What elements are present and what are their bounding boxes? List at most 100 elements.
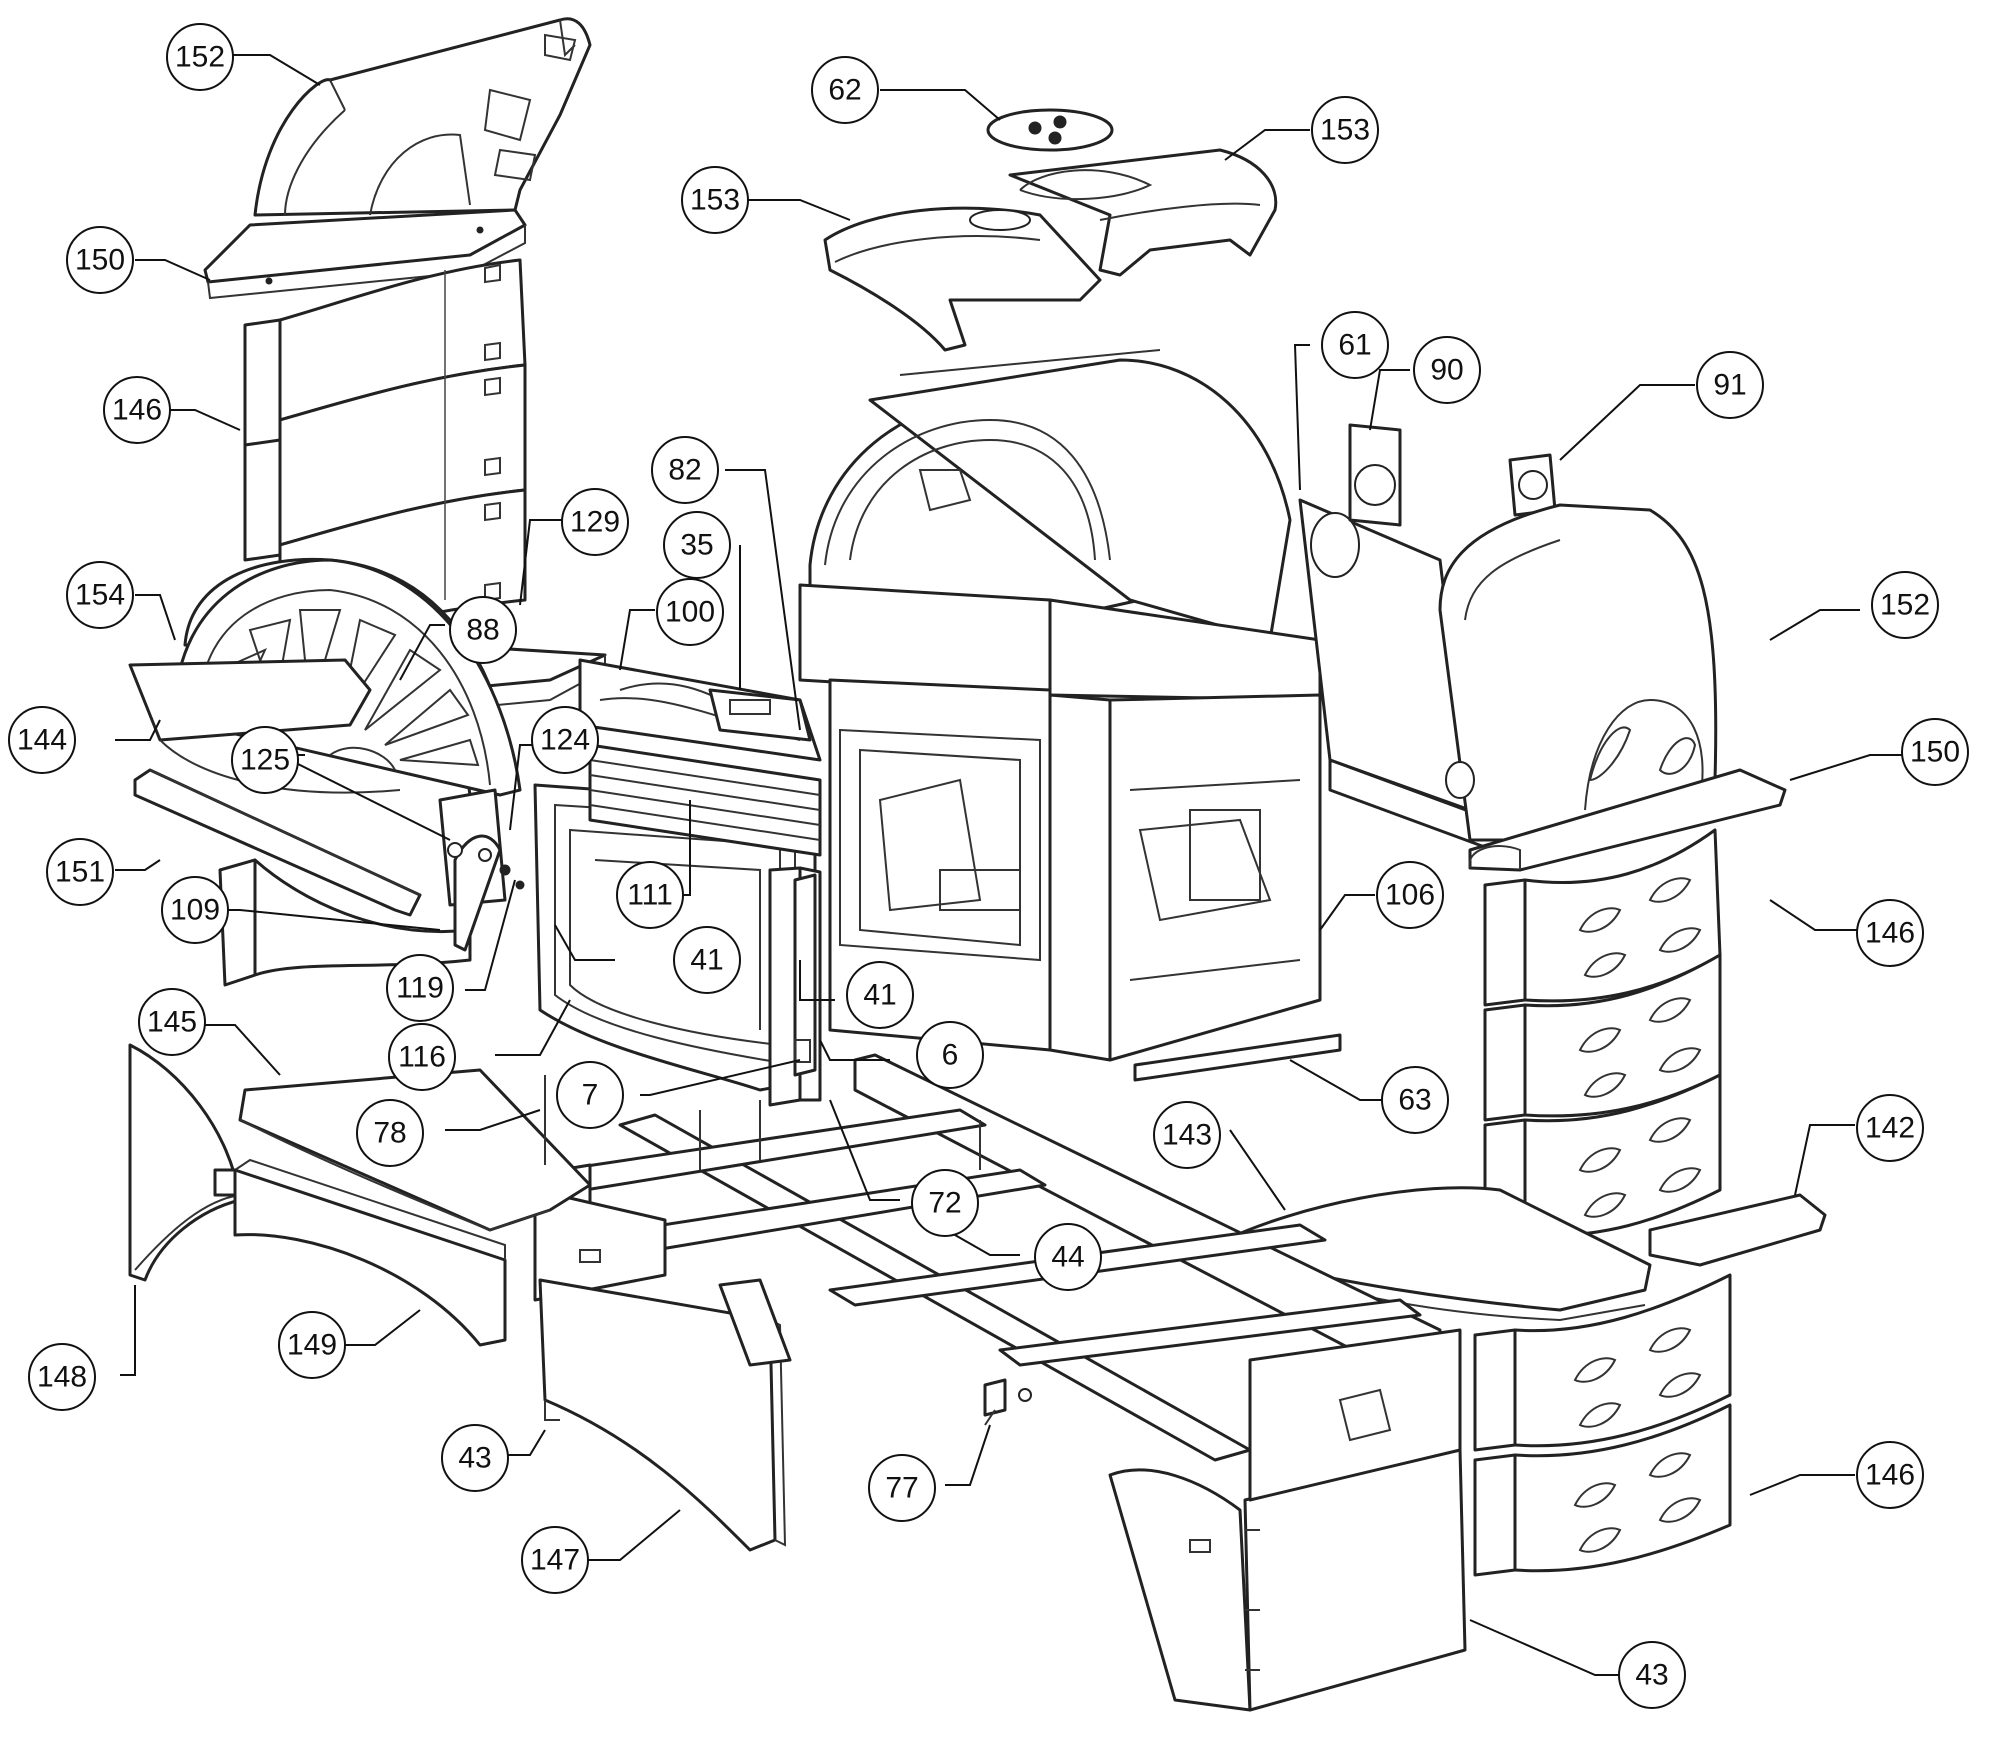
svg-text:43: 43 (458, 1442, 491, 1475)
svg-text:142: 142 (1865, 1112, 1915, 1145)
balloon-153-right[interactable]: 153 (1311, 96, 1379, 164)
svg-text:145: 145 (147, 1006, 197, 1039)
balloon-90[interactable]: 90 (1413, 336, 1481, 404)
svg-text:90: 90 (1430, 354, 1463, 387)
balloon-147[interactable]: 147 (521, 1526, 589, 1594)
balloon-152-right[interactable]: 152 (1871, 571, 1939, 639)
svg-text:91: 91 (1713, 369, 1746, 402)
balloon-143[interactable]: 143 (1153, 1101, 1221, 1169)
balloon-100[interactable]: 100 (656, 578, 724, 646)
balloon-116[interactable]: 116 (388, 1023, 456, 1091)
balloon-41-a[interactable]: 41 (673, 926, 741, 994)
right-column-lower (1473, 1273, 1732, 1577)
balloon-106[interactable]: 106 (1376, 861, 1444, 929)
balloon-78[interactable]: 78 (356, 1099, 424, 1167)
svg-text:153: 153 (1320, 114, 1370, 147)
right-small-slab (1648, 1193, 1827, 1267)
svg-text:147: 147 (530, 1544, 580, 1577)
svg-text:143: 143 (1162, 1119, 1212, 1152)
svg-text:116: 116 (398, 1041, 446, 1074)
svg-text:109: 109 (170, 894, 220, 927)
svg-text:146: 146 (1865, 1459, 1915, 1492)
svg-text:61: 61 (1338, 329, 1371, 362)
balloon-152[interactable]: 152 (166, 23, 234, 91)
balloon-43-right[interactable]: 43 (1618, 1641, 1686, 1709)
right-slab (1468, 768, 1787, 872)
balloon-129[interactable]: 129 (561, 488, 629, 556)
balloon-111[interactable]: 111 (616, 861, 684, 929)
balloon-150-right[interactable]: 150 (1901, 718, 1969, 786)
balloon-91[interactable]: 91 (1696, 351, 1764, 419)
svg-text:146: 146 (112, 394, 162, 427)
svg-text:7: 7 (582, 1079, 599, 1112)
balloon-109[interactable]: 109 (161, 876, 229, 944)
balloon-154[interactable]: 154 (66, 561, 134, 629)
balloon-63[interactable]: 63 (1381, 1066, 1449, 1134)
svg-text:82: 82 (668, 454, 701, 487)
balloon-62[interactable]: 62 (811, 56, 879, 124)
right-leaf-pattern (1578, 877, 1702, 1218)
svg-text:146: 146 (1865, 917, 1915, 950)
balloon-142[interactable]: 142 (1856, 1094, 1924, 1162)
balloon-146-bottom[interactable]: 146 (1856, 1441, 1924, 1509)
balloon-125[interactable]: 125 (231, 726, 299, 794)
right-column-upper (1483, 828, 1722, 1242)
svg-text:150: 150 (75, 244, 125, 277)
balloon-153-left[interactable]: 153 (681, 166, 749, 234)
svg-text:41: 41 (863, 979, 896, 1012)
svg-text:125: 125 (240, 744, 290, 777)
svg-text:111: 111 (627, 879, 673, 912)
svg-text:77: 77 (885, 1472, 918, 1505)
balloon-6[interactable]: 6 (916, 1021, 984, 1089)
svg-text:6: 6 (942, 1039, 959, 1072)
svg-text:78: 78 (373, 1117, 406, 1150)
svg-text:153: 153 (690, 184, 740, 217)
left-bracket (438, 788, 525, 952)
balloon-144[interactable]: 144 (8, 706, 76, 774)
door-side-column (768, 866, 822, 1107)
balloon-61[interactable]: 61 (1321, 311, 1389, 379)
svg-text:41: 41 (690, 944, 723, 977)
balloon-35[interactable]: 35 (663, 511, 731, 579)
left-small-panel (218, 858, 472, 987)
left-top-slab (203, 208, 527, 300)
svg-text:129: 129 (570, 506, 620, 539)
balloon-149[interactable]: 149 (278, 1311, 346, 1379)
svg-text:43: 43 (1635, 1659, 1668, 1692)
left-bar (133, 768, 422, 917)
balloon-43-left[interactable]: 43 (441, 1424, 509, 1492)
balloon-146-right[interactable]: 146 (1856, 899, 1924, 967)
balloon-77[interactable]: 77 (868, 1454, 936, 1522)
balloon-7[interactable]: 7 (556, 1061, 624, 1129)
balloon-72[interactable]: 72 (911, 1169, 979, 1237)
svg-text:148: 148 (37, 1361, 87, 1394)
svg-text:151: 151 (55, 856, 105, 889)
balloon-124[interactable]: 124 (531, 706, 599, 774)
svg-text:152: 152 (175, 41, 225, 74)
svg-text:35: 35 (680, 529, 713, 562)
svg-text:88: 88 (466, 614, 499, 647)
balloon-151[interactable]: 151 (46, 838, 114, 906)
balloon-148[interactable]: 148 (28, 1343, 96, 1411)
part-balloons: 152 62 153 153 150 146 61 90 91 82 129 3… (8, 23, 1969, 1709)
right-top-arch (1438, 503, 1718, 842)
balloon-82[interactable]: 82 (651, 436, 719, 504)
svg-text:63: 63 (1398, 1084, 1431, 1117)
svg-text:124: 124 (540, 724, 590, 757)
part-drawings (128, 17, 1827, 1712)
svg-text:149: 149 (287, 1329, 337, 1362)
left-side-panels (533, 1188, 792, 1552)
floor-plate (1133, 1033, 1342, 1082)
svg-text:44: 44 (1051, 1241, 1084, 1274)
balloon-145[interactable]: 145 (138, 988, 206, 1056)
balloon-41-b[interactable]: 41 (846, 961, 914, 1029)
small-bracket (708, 688, 812, 742)
svg-text:152: 152 (1880, 589, 1930, 622)
balloon-119[interactable]: 119 (386, 954, 454, 1022)
balloon-146[interactable]: 146 (103, 376, 171, 444)
balloon-88[interactable]: 88 (449, 596, 517, 664)
balloon-150[interactable]: 150 (66, 226, 134, 294)
balloon-44[interactable]: 44 (1034, 1223, 1102, 1291)
left-front-panels (128, 1043, 592, 1347)
